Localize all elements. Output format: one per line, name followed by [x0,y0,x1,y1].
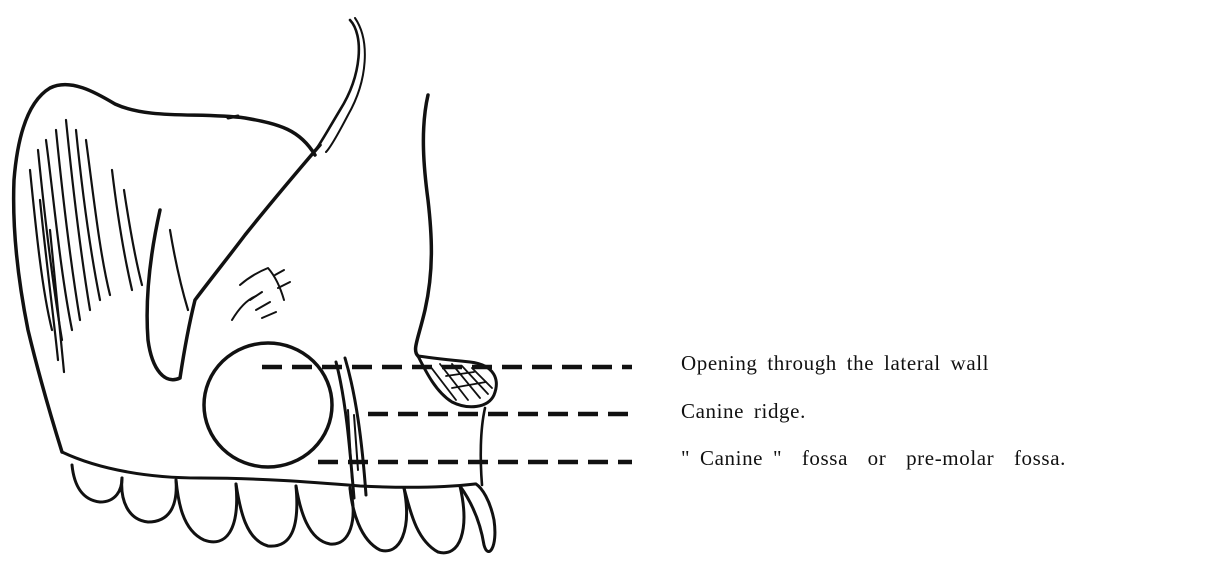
tooth-7 [404,486,464,553]
label-canine-ridge: Canine ridge. [681,399,806,424]
anterior-border [481,408,485,485]
tooth-5 [296,486,353,544]
alveolar-line [62,452,475,487]
teeth [72,465,495,553]
tooth-3 [176,480,237,542]
orbit-mark [228,116,238,118]
label-canine-fossa: " Canine " fossa or pre-molar fossa. [681,446,1066,471]
nasal-hatching [430,364,492,400]
frontal-process-line [312,20,359,155]
tooth-4 [236,484,297,546]
tooth-2 [122,478,177,522]
label-opening: Opening through the lateral wall [681,351,989,376]
infraorbital-marks [232,268,290,320]
zygomatic-hatching [30,120,188,372]
tooth-6 [350,488,407,551]
opening-circle [204,343,332,467]
leader-lines [262,367,632,462]
